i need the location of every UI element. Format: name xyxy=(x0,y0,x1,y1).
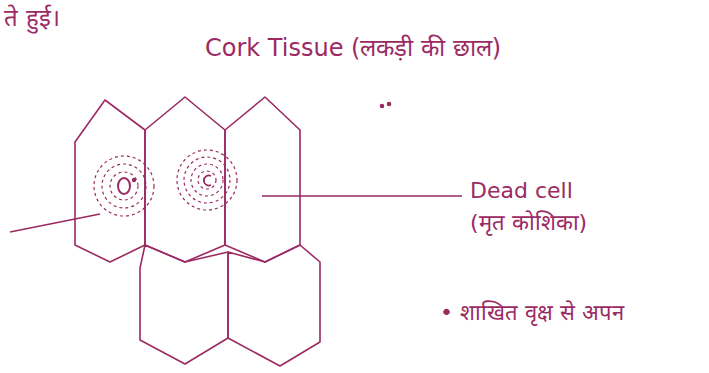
dot-mark xyxy=(381,105,384,108)
nucleus xyxy=(118,178,130,194)
cell-outline xyxy=(140,245,228,364)
part-label: Dead cell xyxy=(470,178,573,204)
cell-outline xyxy=(225,97,300,262)
nucleus xyxy=(204,176,211,186)
cut-off-note: ते हुई। xyxy=(4,4,60,33)
leader-line xyxy=(10,214,100,232)
wall-thickening xyxy=(94,150,237,216)
cell-outline xyxy=(228,245,320,366)
part-label: (मृत कोशिका) xyxy=(470,210,587,236)
cell-outline xyxy=(145,97,225,262)
leader-line xyxy=(262,195,462,197)
dot-mark xyxy=(388,103,391,106)
heading: Cork Tissue (लकड़ी की छाल) xyxy=(205,34,501,63)
cell-outline xyxy=(75,100,145,262)
note-text: • शाखित वृक्ष से अपन xyxy=(440,300,624,326)
nucleus-dot xyxy=(133,179,136,182)
